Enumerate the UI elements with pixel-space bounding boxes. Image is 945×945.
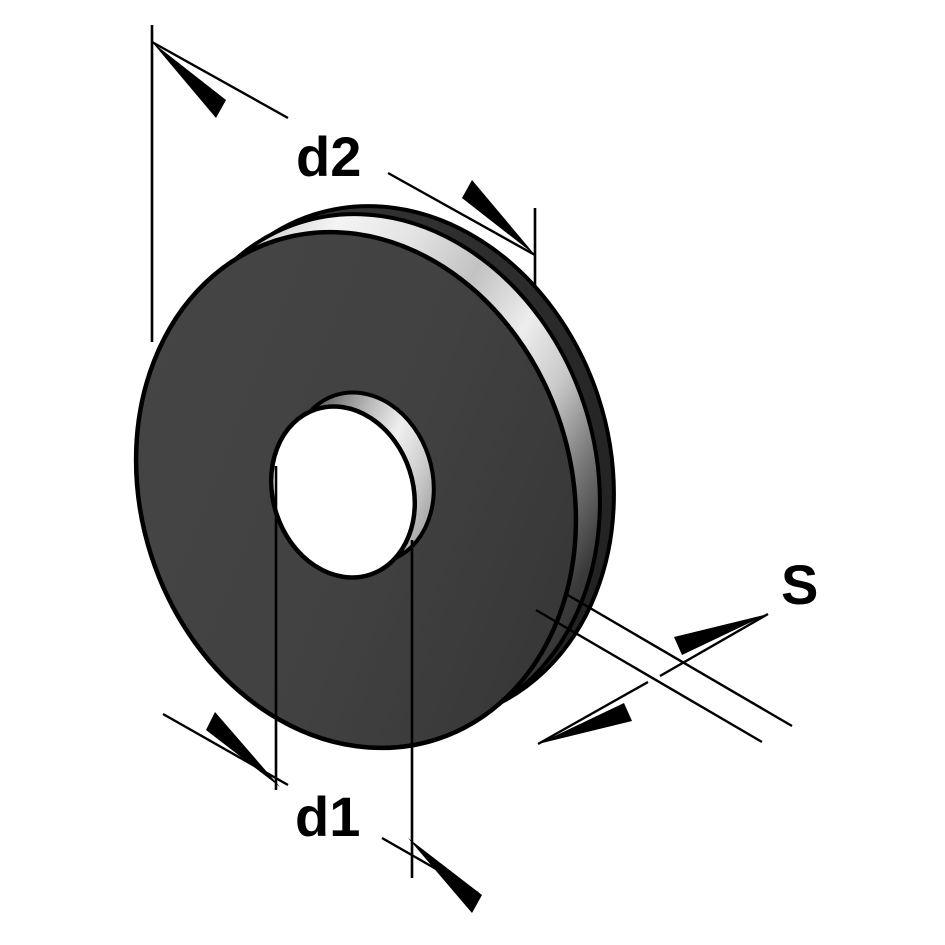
- d2-dimension-line-right-segment: [387, 171, 536, 257]
- s-arrowhead-lower: [538, 703, 632, 744]
- d2-arrowhead-left: [152, 42, 226, 118]
- s-extension-line-front: [535, 608, 763, 744]
- d1-arrowhead-right: [408, 838, 482, 913]
- d2-dimension-line-left-segment: [151, 40, 289, 120]
- d1-label: d1: [295, 785, 360, 848]
- s-extension-line-back: [565, 592, 793, 728]
- dimension-s: S: [535, 553, 818, 746]
- s-dimension-line-upper-segment: [659, 612, 769, 678]
- dimension-d2: d2: [150, 25, 537, 462]
- d1-arrowhead-left: [206, 712, 280, 787]
- s-arrowhead-upper: [674, 614, 768, 655]
- s-label: S: [781, 553, 818, 616]
- s-dimension-line-lower-segment: [537, 680, 649, 746]
- washer-body: [133, 204, 616, 751]
- dimension-d1: d1: [162, 466, 482, 913]
- d2-label: d2: [296, 125, 361, 188]
- d2-arrowhead-right: [462, 180, 535, 255]
